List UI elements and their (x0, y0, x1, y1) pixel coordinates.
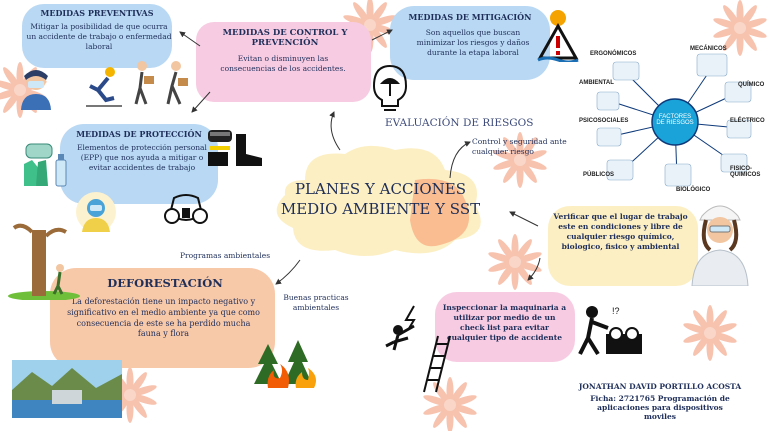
evaluacion-title: EVALUACIÓN DE RIESGOS (385, 117, 534, 129)
factor-electrico: ELÉCTRICO (730, 118, 765, 124)
factor-biologico: BIOLÓGICO (676, 187, 711, 193)
deforestacion-text: La deforestación tiene un impacto negati… (67, 297, 260, 339)
factor-ergonomicos: ERGONÓMICOS (590, 51, 637, 57)
machine-accident-icon: !? (578, 306, 642, 356)
factor-quimico: QUÍMICO (738, 82, 765, 88)
umbrella-bulb-icon (372, 64, 408, 111)
svg-text:!?: !? (612, 306, 620, 316)
proteccion-box (60, 124, 218, 204)
preventivas-box (22, 4, 172, 68)
preventivas-text: Mitigar la posibilidad de que ocurra un … (26, 22, 172, 52)
warning-flood-icon (537, 10, 579, 62)
programas-label: Programas ambientales (180, 251, 271, 260)
dam-landscape-icon (12, 360, 122, 418)
inspeccionar-text: Inspeccionar la maquinaria a utilizar po… (442, 303, 567, 343)
factor-psicosociales: PSICOSOCIALES (579, 118, 629, 124)
preventivas-title: MEDIDAS PREVENTIVAS (40, 8, 154, 18)
evaluacion-text: Control y seguridad ante cualquier riesg… (472, 137, 567, 157)
mask-person-icon (21, 70, 51, 110)
control-title: MEDIDAS DE CONTROL Y PREVENCIÓN (222, 28, 348, 48)
mitigacion-text: Son aquellos que buscan minimizar los ri… (416, 28, 530, 58)
control-box (196, 22, 371, 102)
mitigacion-title: MEDIDAS DE MITIGACIÓN (408, 12, 532, 22)
factor-ambiental: AMBIENTAL (579, 80, 614, 86)
buenas-label: Buenas practicas ambientales (283, 293, 349, 313)
hazmat-icon (76, 192, 116, 232)
inspeccionar-box (435, 292, 575, 362)
control-text: Evitan o disminuyen las consecuencias de… (220, 54, 346, 74)
goggles-boots-icon (208, 130, 262, 166)
ladder-fall-icon (423, 335, 451, 393)
gloves-sanitizer-icon (24, 143, 67, 187)
factor-mecanicos: MECÁNICOS (690, 46, 727, 52)
engineer-woman-icon (691, 205, 749, 286)
center-title: PLANES Y ACCIONES MEDIO AMBIENTE Y SST (280, 180, 481, 218)
verificar-text: Verificar que el lugar de trabajo este e… (553, 212, 688, 252)
factor-fisico-quimicos: FISICO-QUIMICOS (730, 166, 761, 178)
proteccion-title: MEDIDAS DE PROTECCIÓN (76, 129, 202, 139)
author-ficha: Ficha: 2721765 Programación de aplicacio… (590, 394, 730, 421)
author-name: JONATHAN DAVID PORTILLO ACOSTA (578, 382, 742, 391)
forest-fire-icon (254, 340, 316, 388)
center-cloud (276, 145, 481, 256)
deforestacion-box (50, 268, 275, 368)
respirator-icon (164, 194, 208, 224)
factores-center-label: FACTORES DE RIESGOS (656, 114, 694, 126)
tree-cutting-icon (8, 223, 80, 300)
fall-worker-icon (86, 67, 122, 107)
factor-publicos: PÚBLICOS (583, 172, 615, 178)
mitigacion-box (390, 6, 550, 80)
verificar-box (548, 206, 698, 286)
proteccion-text: Elementos de protección personal (EPP) q… (77, 143, 207, 173)
deforestacion-title: DEFORESTACIÓN (107, 276, 223, 290)
electric-shock-icon (385, 305, 416, 351)
lifting-worker-icon (134, 61, 188, 105)
factores-diagram (596, 53, 752, 187)
